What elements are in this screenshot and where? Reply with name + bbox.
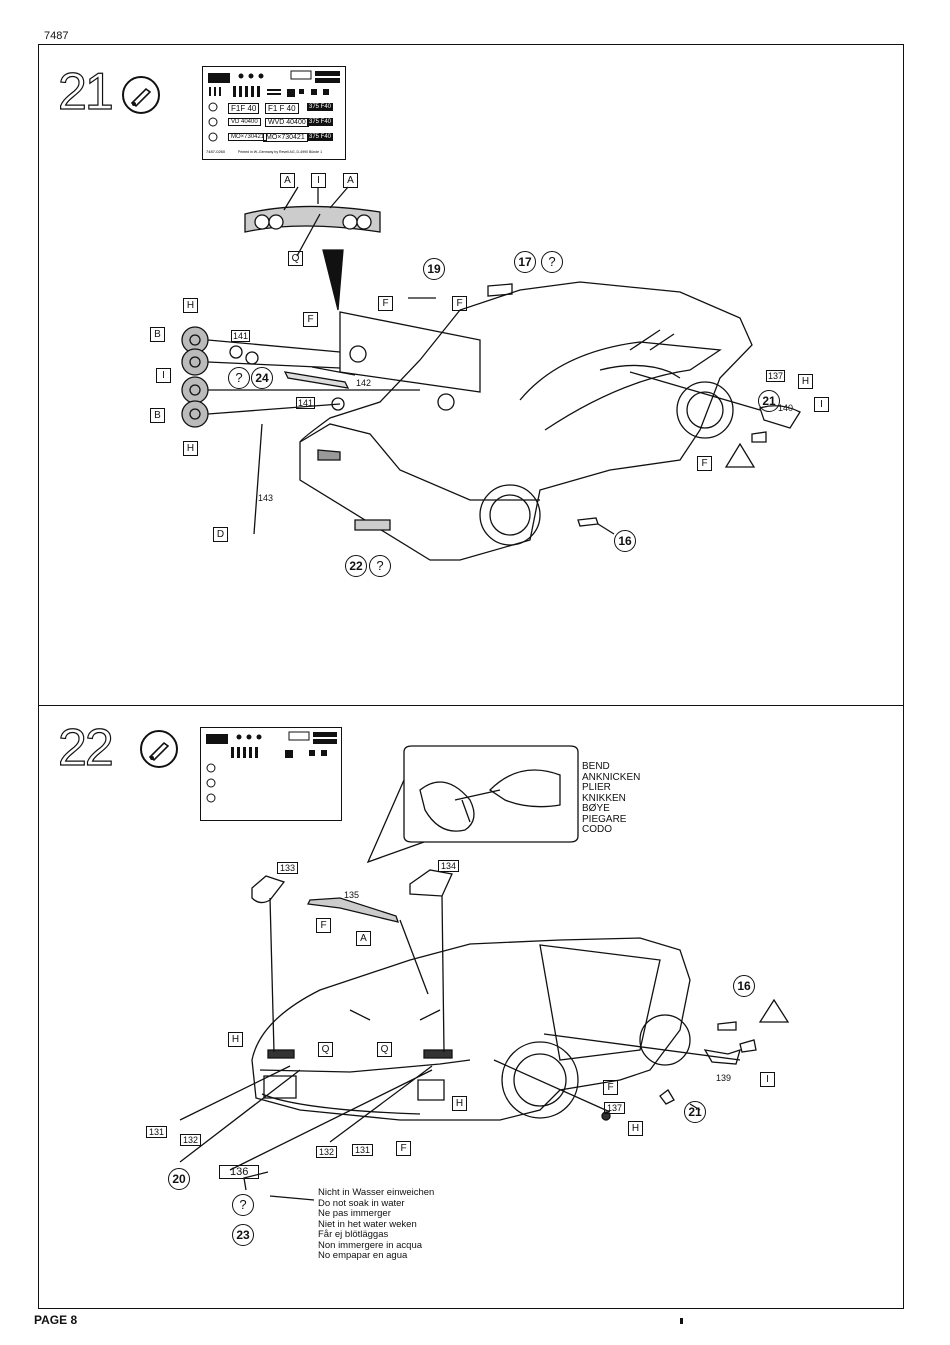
- decal-sheet-21: 7487-0260 Printed in W.-Germany by Revel…: [202, 66, 346, 160]
- ref-step: 22: [345, 555, 367, 577]
- part-number: 132: [180, 1134, 202, 1146]
- flag-d: D: [213, 527, 228, 542]
- brush-pen-icon: [130, 87, 152, 108]
- plate: F1F 40: [228, 103, 260, 114]
- part-number: 140: [778, 403, 794, 413]
- part-number: 131: [146, 1126, 168, 1138]
- flag-h: H: [183, 441, 198, 456]
- flag-f: F: [316, 918, 331, 933]
- part-number: 141: [296, 397, 316, 409]
- part-number: 132: [316, 1146, 338, 1158]
- plate: F1 F 40: [265, 103, 299, 114]
- flag-h: H: [183, 298, 198, 313]
- brush-pen-icon: [148, 741, 170, 762]
- flag-i: I: [311, 173, 326, 188]
- part-number: 135: [344, 890, 360, 900]
- flag-i: I: [760, 1072, 775, 1087]
- ref-step: 20: [168, 1168, 190, 1190]
- flag-q: Q: [318, 1042, 333, 1057]
- page-frame: [38, 44, 904, 1309]
- flag-q: Q: [288, 251, 303, 266]
- ref-step: 21: [758, 390, 780, 412]
- flag-a: A: [356, 931, 371, 946]
- plate: MO×730421: [228, 133, 268, 141]
- question-icon: ?: [369, 555, 391, 577]
- flag-h: H: [228, 1032, 243, 1047]
- flag-f: F: [603, 1080, 618, 1095]
- flag-i: I: [156, 368, 171, 383]
- part-number: 131: [352, 1144, 374, 1156]
- ref-step: 24: [251, 367, 273, 389]
- plate: 375 F40: [307, 103, 334, 111]
- page-mark: [680, 1318, 683, 1324]
- question-icon: ?: [232, 1194, 254, 1216]
- decal-sheet-22: [200, 727, 342, 821]
- document-number: 7487: [44, 30, 69, 42]
- plate: 375 F40: [307, 133, 334, 141]
- flag-a: A: [280, 173, 295, 188]
- flag-h: H: [452, 1096, 467, 1111]
- decal-sheet-footer: 7487-0260: [206, 149, 226, 154]
- ref-step: 21: [684, 1101, 706, 1123]
- ref-step: 23: [232, 1224, 254, 1246]
- question-icon: ?: [541, 251, 563, 273]
- ref-step: 16: [733, 975, 755, 997]
- flag-q: Q: [377, 1042, 392, 1057]
- flag-f: F: [378, 296, 393, 311]
- decal-icon: [140, 730, 178, 768]
- flag-b: B: [150, 408, 165, 423]
- part-number: 137: [604, 1102, 626, 1114]
- part-number: 134: [438, 860, 460, 872]
- flag-f: F: [697, 456, 712, 471]
- part-number: 133: [277, 862, 299, 874]
- decal-icon: [122, 76, 160, 114]
- flag-i: I: [814, 397, 829, 412]
- flag-f: F: [452, 296, 467, 311]
- flag-f: F: [303, 312, 318, 327]
- part-number: 139: [716, 1073, 732, 1083]
- plate: VD 40400: [228, 118, 261, 126]
- ref-step: 16: [614, 530, 636, 552]
- step-divider: [38, 705, 904, 706]
- part-number: 136: [219, 1165, 260, 1179]
- step-21-number: 21: [57, 62, 114, 121]
- step-22-number: 22: [57, 718, 114, 777]
- ref-step: 17: [514, 251, 536, 273]
- flag-a: A: [343, 173, 358, 188]
- flag-h: H: [628, 1121, 643, 1136]
- plate: 375 F40: [307, 118, 334, 126]
- part-number: 142: [356, 378, 372, 388]
- flag-h: H: [798, 374, 813, 389]
- page-label: PAGE 8: [34, 1313, 78, 1327]
- question-icon: ?: [228, 367, 250, 389]
- flag-f: F: [396, 1141, 411, 1156]
- flag-b: B: [150, 327, 165, 342]
- ref-step: 19: [423, 258, 445, 280]
- decal-sheet-imprint: Printed in W.-Germany by Revell AG, D-49…: [238, 150, 322, 154]
- part-number: 141: [231, 330, 251, 342]
- part-number: 137: [766, 370, 786, 382]
- part-number: 143: [258, 493, 274, 503]
